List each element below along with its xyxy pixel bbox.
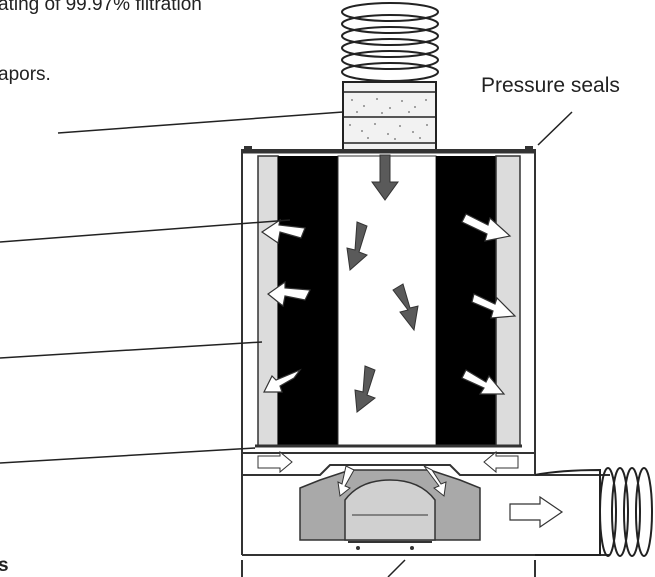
right-outflow-arrows (461, 213, 517, 395)
text-fragment-top: ating of 99.97% filtration (0, 0, 202, 15)
text-fragment-bottom: s (0, 555, 9, 576)
inlet-bellows (341, 2, 439, 82)
leader-lines (0, 111, 573, 577)
left-outflow-arrows (260, 218, 311, 393)
outlet-bellows (534, 467, 653, 557)
plenum (241, 450, 610, 577)
center-flow-arrows (346, 154, 419, 413)
pressure-seals-label: Pressure seals (481, 74, 620, 97)
prefilter (342, 81, 437, 151)
text-fragment-mid: apors. (0, 64, 51, 85)
